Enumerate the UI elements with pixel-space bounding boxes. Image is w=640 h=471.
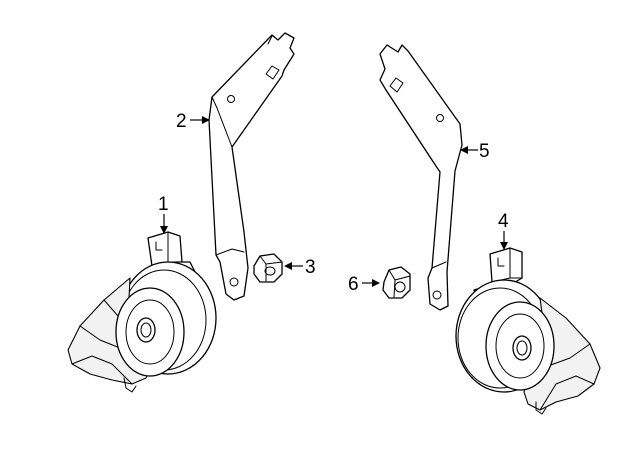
callout-2-label: 2 — [176, 111, 187, 132]
callout-2: 2 — [176, 111, 210, 132]
right-horn — [455, 247, 601, 415]
callout-5: 5 — [460, 141, 490, 162]
callout-6-label: 6 — [348, 274, 359, 295]
callout-1: 1 — [158, 194, 169, 234]
nut-right-side — [253, 253, 283, 283]
right-bracket — [379, 44, 463, 311]
callout-5-label: 5 — [479, 141, 490, 162]
nut-left-side — [382, 266, 411, 299]
callout-3-label: 3 — [305, 257, 316, 278]
callout-3: 3 — [284, 257, 316, 278]
callout-6: 6 — [348, 274, 380, 295]
callout-1-label: 1 — [158, 194, 169, 215]
callout-4-label: 4 — [498, 211, 509, 232]
left-horn — [67, 231, 217, 393]
callout-4: 4 — [498, 211, 509, 250]
left-bracket — [208, 32, 295, 301]
